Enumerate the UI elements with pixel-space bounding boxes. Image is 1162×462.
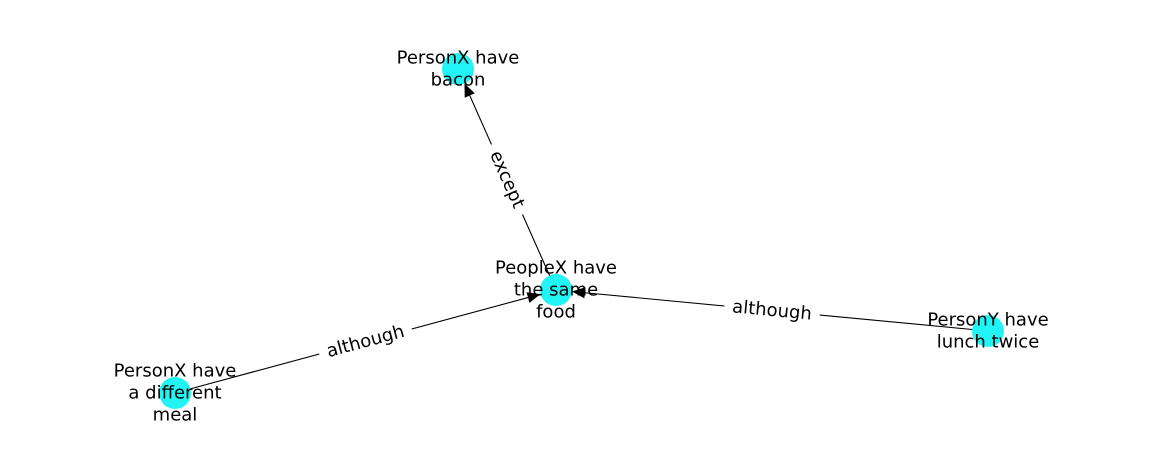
node-center (540, 274, 572, 306)
node-label-line: food (536, 302, 576, 323)
edge-label-background (723, 292, 821, 329)
edge-label-text: although (324, 321, 406, 362)
node-label-line: PersonX have (397, 48, 520, 69)
node-label-line: PersonY have (927, 310, 1048, 331)
node-label-line: bacon (431, 70, 486, 91)
edge-label-text: except (485, 148, 529, 212)
node-label-line: meal (153, 405, 198, 426)
edges-layer (174, 83, 989, 394)
arrow-head-icon (571, 287, 586, 299)
node-bacon (442, 53, 474, 85)
edge-label-background (315, 315, 416, 368)
arrow-head-icon (526, 292, 541, 303)
node-label-line: PersonX have (114, 361, 237, 382)
edge-label-background (479, 139, 535, 220)
node-meal (159, 377, 191, 409)
node-label-line: a different (128, 383, 221, 404)
node-label-line: the same (514, 280, 598, 301)
node-label-line: lunch twice (937, 332, 1040, 353)
node-lunch (972, 315, 1004, 347)
edge-label: although (723, 292, 821, 329)
arrow-head-icon (464, 83, 475, 98)
node-label-line: PeopleX have (495, 258, 617, 279)
edge-label: although (315, 315, 416, 368)
nodes-layer (159, 53, 1004, 409)
edge-label: except (479, 139, 535, 220)
